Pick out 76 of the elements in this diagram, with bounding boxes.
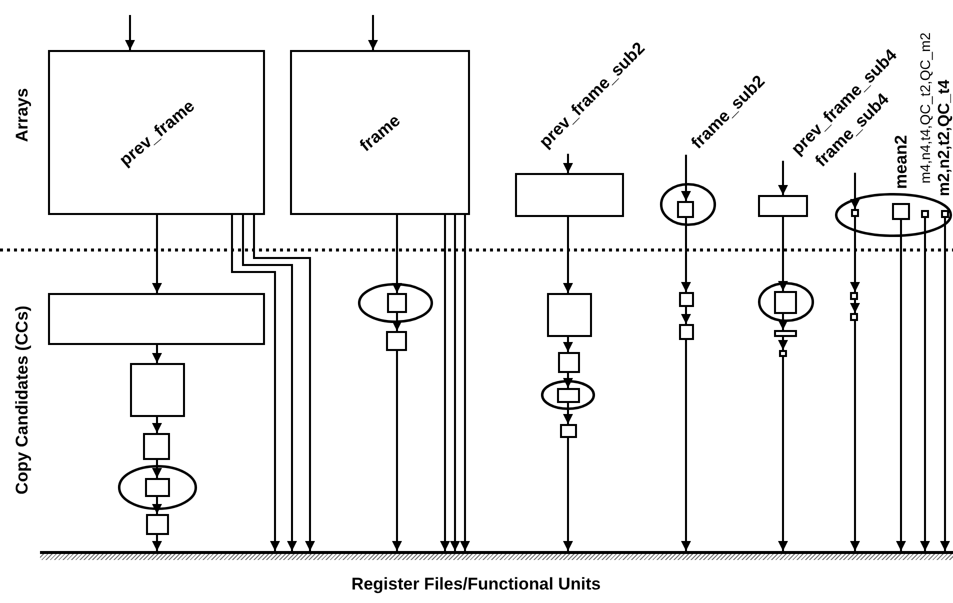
arrow [681, 307, 691, 324]
level-label: Register Files/Functional Units [351, 576, 601, 592]
selection-ellipse [758, 282, 814, 322]
arrow [242, 215, 297, 551]
arrow [125, 15, 135, 50]
arrow [850, 300, 860, 313]
arrow [681, 218, 691, 292]
arrow [440, 215, 450, 551]
array-box [851, 209, 859, 217]
arrow [152, 345, 162, 363]
array-box [677, 201, 694, 218]
arrow [778, 217, 788, 291]
array-box [515, 173, 624, 217]
selection-ellipse [541, 380, 595, 410]
array-box [547, 293, 592, 337]
array-box [758, 195, 808, 217]
arrow [850, 321, 860, 551]
arrow [563, 438, 573, 551]
array-box [143, 433, 170, 460]
arrow [368, 15, 378, 50]
arrow [850, 172, 860, 209]
arrow [563, 373, 573, 388]
array-box [146, 514, 169, 535]
arrow [563, 337, 573, 352]
arrow [778, 160, 788, 195]
array-box [145, 478, 170, 497]
arrow [231, 215, 280, 551]
selection-ellipse [358, 283, 433, 323]
arrow [563, 154, 573, 173]
array-box [387, 293, 407, 313]
arrow [681, 340, 691, 551]
arrow [850, 217, 860, 292]
array-box [386, 331, 407, 351]
arrow [392, 313, 402, 331]
array-box [850, 313, 858, 321]
array-box [558, 352, 580, 373]
arrow [681, 154, 691, 201]
arrow [940, 218, 950, 551]
arrow [152, 497, 162, 514]
arrow [392, 351, 402, 551]
arrow [563, 403, 573, 424]
arrow [152, 215, 162, 293]
arrow [392, 215, 402, 293]
variable-label: m2,n2,t2,QC_t4 [937, 80, 953, 196]
arrow [450, 215, 460, 551]
array-box [679, 324, 694, 340]
array-box [921, 210, 929, 218]
row-label: Arrays [14, 88, 30, 142]
register-file-bar [40, 551, 953, 560]
array-box [130, 363, 185, 417]
row-label: Copy Candidates (CCs) [14, 306, 30, 494]
arrow [778, 314, 788, 330]
arrow [152, 460, 162, 478]
array-box [941, 210, 949, 218]
arrow [152, 535, 162, 551]
array-box [557, 388, 580, 403]
array-box [850, 292, 858, 300]
array-box [779, 350, 787, 357]
arrow [460, 215, 470, 551]
arrow [778, 357, 788, 551]
array-box [48, 293, 265, 345]
array-box [774, 291, 797, 314]
selection-ellipse [118, 465, 197, 510]
variable-label: mean2 [892, 135, 910, 189]
array-box [679, 292, 694, 307]
register-file-bar [774, 330, 797, 337]
arrow [920, 218, 930, 551]
arrow [152, 417, 162, 433]
array-box [560, 424, 577, 438]
arrow [778, 337, 788, 350]
selection-ellipse [660, 183, 716, 226]
arrow [253, 215, 315, 551]
variable-label: m4,n4,t4,QC_t2,QC_m2 [918, 32, 932, 184]
arrow [563, 217, 573, 293]
arrow [896, 220, 906, 551]
array-box [892, 203, 910, 220]
